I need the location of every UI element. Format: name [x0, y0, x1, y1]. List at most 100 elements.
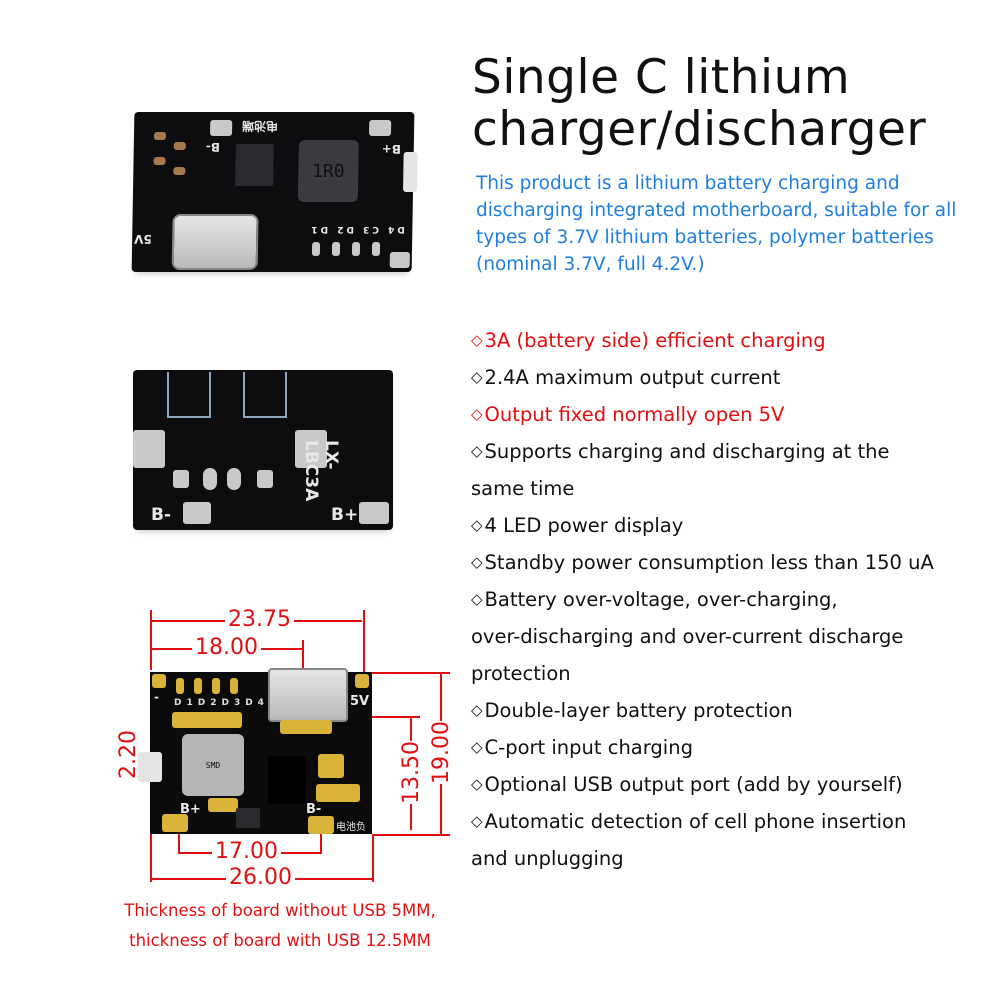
resistor-array [172, 712, 242, 728]
led-d2 [194, 678, 202, 694]
smd-capacitor [153, 132, 167, 140]
pad-bplus [162, 814, 188, 832]
pcb-front-photo: 电池端 B- B+ 5V 1R0 D4 C3 D2 D1 [131, 112, 418, 272]
led [331, 242, 341, 256]
led-labels: D4 C3 D2 D1 [308, 224, 405, 234]
usb-c-pins [280, 720, 332, 734]
dim-width-inner-top: 18.00 [192, 637, 261, 659]
dim-extension-line [150, 834, 152, 882]
smd-inductor: SMD [182, 734, 244, 796]
diamond-bullet-icon: ◇ [471, 405, 483, 423]
slide-switch [138, 752, 162, 782]
ic-chip [268, 756, 306, 804]
diamond-bullet-icon: ◇ [471, 775, 483, 793]
dim-extension-line [302, 640, 304, 670]
copper-pad [295, 430, 327, 468]
dim-extension-line [372, 716, 420, 718]
feature-item: ◇2.4A maximum output current [471, 366, 781, 389]
mounting-pad [368, 120, 392, 136]
title-line-1: Single C lithium [472, 50, 851, 105]
label-bplus: B+ [180, 802, 201, 817]
feature-item: ◇C-port input charging [471, 736, 693, 759]
silk-5v: 5V [134, 232, 152, 246]
usb-footprint-trace [243, 372, 287, 418]
dim-extension-line [372, 834, 374, 882]
feature-item: ◇4 LED power display [471, 514, 684, 537]
dim-extension-line [363, 610, 365, 672]
label-battery-negative-cn: 电池负 [336, 822, 366, 833]
led [311, 242, 321, 256]
label-5v: 5V [350, 694, 370, 709]
feature-item: ◇Standby power consumption less than 150… [471, 551, 934, 574]
smd-capacitor [173, 142, 186, 150]
usb-c-port [171, 214, 259, 270]
feature-item-continuation: same time [471, 477, 575, 500]
dim-height-total: 19.00 [428, 721, 454, 784]
diamond-bullet-icon: ◇ [471, 812, 483, 830]
silk-battery-label: 电池端 [242, 119, 279, 133]
battery-pad-plus [359, 502, 389, 524]
dim-width-top: 23.75 [225, 609, 294, 631]
diamond-bullet-icon: ◇ [471, 738, 483, 756]
diamond-bullet-icon: ◇ [471, 442, 483, 460]
dim-width-total: 26.00 [226, 867, 295, 889]
slide-switch [403, 152, 418, 192]
dim-extension-line [178, 834, 180, 854]
feature-item: ◇Double-layer battery protection [471, 699, 793, 722]
capacitor [208, 798, 238, 812]
copper-pad [203, 468, 217, 490]
feature-item-continuation: and unplugging [471, 847, 624, 870]
copper-pad [133, 430, 165, 468]
feature-item-continuation: protection [471, 662, 571, 685]
led [371, 242, 381, 256]
feature-item: ◇Optional USB output port (add by yourse… [471, 773, 903, 796]
mounting-pad [209, 120, 233, 136]
copper-pad [257, 470, 273, 488]
label-bminus: B- [151, 505, 172, 525]
capacitors [318, 754, 344, 778]
dim-extension-line [320, 834, 322, 854]
pcb-top-view: - 5V D1D2D3D4 SMD B+ B- 电池负 [138, 668, 372, 834]
pad-minus [152, 674, 166, 688]
feature-list: ◇3A (battery side) efficient charging ◇2… [471, 322, 991, 877]
dimension-diagram: 23.75 18.00 - 5V D1D2D3D4 SMD B+ B- 电池负 … [80, 600, 460, 900]
dim-extension-line [372, 834, 450, 836]
led-d1 [176, 678, 184, 694]
led-d4 [230, 678, 238, 694]
led-d3 [212, 678, 220, 694]
feature-item: ◇3A (battery side) efficient charging [471, 329, 826, 352]
mosfet [236, 808, 260, 828]
feature-item: ◇Automatic detection of cell phone inser… [471, 810, 907, 833]
pcb-back-photo: LX-LBC3A B- B+ [133, 370, 393, 530]
page-title: Single C lithium charger/discharger [472, 52, 992, 156]
label-bplus: B+ [331, 505, 359, 525]
copper-pad [173, 470, 189, 488]
diamond-bullet-icon: ◇ [471, 331, 483, 349]
diamond-bullet-icon: ◇ [471, 553, 483, 571]
copper-pad [227, 468, 241, 490]
usb-c-port [268, 668, 348, 722]
ic-chip [235, 144, 274, 186]
silk-bplus: B+ [381, 142, 402, 156]
battery-pad-minus [183, 502, 211, 524]
label-minus: - [154, 690, 159, 704]
smd-capacitor [173, 167, 186, 175]
inductor: 1R0 [297, 140, 359, 202]
dim-extension-line [150, 610, 152, 670]
dim-height-notch: 2.20 [115, 730, 141, 779]
label-bminus: B- [306, 802, 322, 817]
usb-footprint-trace [167, 372, 211, 418]
smd-capacitor [153, 157, 166, 165]
resistors [316, 784, 360, 802]
diamond-bullet-icon: ◇ [471, 701, 483, 719]
led-labels: D1D2D3D4 [174, 698, 269, 708]
led [351, 242, 361, 256]
pad-bminus [308, 816, 334, 834]
diamond-bullet-icon: ◇ [471, 590, 483, 608]
feature-item: ◇Battery over-voltage, over-charging, [471, 588, 838, 611]
feature-item: ◇Supports charging and discharging at th… [471, 440, 890, 463]
mounting-pad [389, 252, 410, 268]
diamond-bullet-icon: ◇ [471, 516, 483, 534]
feature-item-continuation: over-discharging and over-current discha… [471, 625, 904, 648]
dim-extension-line [372, 672, 450, 674]
